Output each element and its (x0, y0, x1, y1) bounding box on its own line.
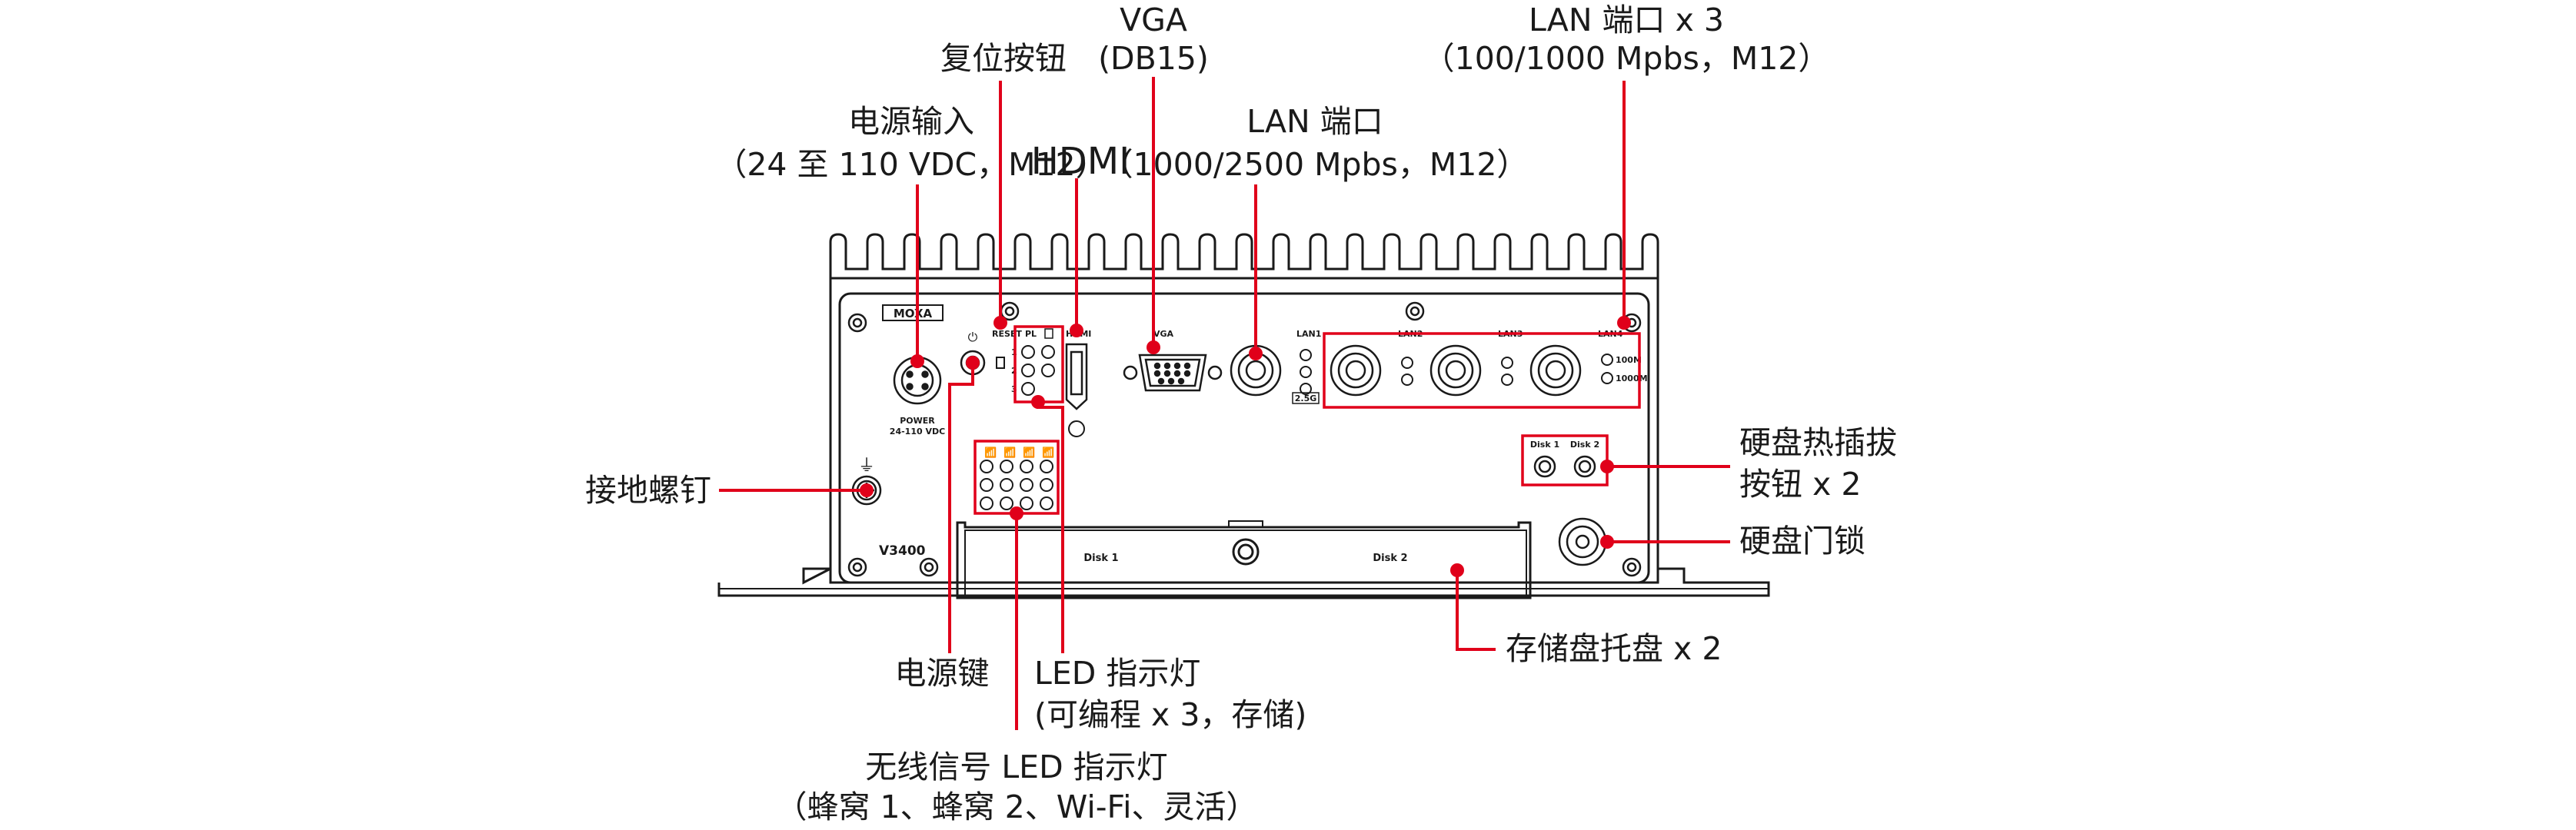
storage-icon (1044, 328, 1053, 339)
led-indicator-callout-line1: LED 指示灯 (1034, 655, 1200, 692)
flex-icon: 📶 (1042, 447, 1054, 459)
wireless-led-callout-line1: 无线信号 LED 指示灯 (865, 749, 1167, 785)
power-input-callout-line2: （24 至 110 VDC，M12） (715, 146, 1107, 183)
reset-button[interactable] (996, 357, 1005, 369)
power-key-callout: 电源键 (895, 655, 990, 692)
lan4-m12-port (1529, 344, 1582, 397)
power-label-line2: 24-110 VDC (890, 427, 945, 437)
device-body (717, 233, 1770, 597)
disk-hotswap-callout-line2: 按钮 x 2 (1739, 466, 1861, 503)
lan-triple-callout-line1: LAN 端口 x 3 (1529, 2, 1724, 38)
vga-callout-line1: VGA (1120, 2, 1187, 38)
disk-hotswap-buttons[interactable] (1533, 455, 1596, 478)
leader-dots (860, 316, 1631, 577)
lan-leds (1401, 354, 1613, 386)
hdmi-port (1065, 343, 1088, 410)
brand-logo-text: MOXA (894, 307, 933, 320)
vga-db15-port (1123, 354, 1223, 392)
vga-panel-label: VGA (1153, 329, 1174, 339)
vga-callout-line2: (DB15) (1098, 40, 1209, 77)
lan3-m12-port (1429, 344, 1482, 397)
tray2-label: Disk 2 (1373, 553, 1407, 564)
hdmi-callout: HDMI (1031, 140, 1130, 183)
storage-trays (956, 520, 1532, 599)
reset-button-callout: 复位按钮 (940, 40, 1067, 77)
power-input-callout-line1: 电源输入 (848, 103, 974, 140)
model-label: V3400 (879, 543, 926, 559)
wifi-icon: 📶 (1023, 447, 1035, 459)
disk-lock-callout: 硬盘门锁 (1739, 523, 1865, 559)
lan1-panel-label: LAN1 (1296, 329, 1321, 339)
panel-screws (847, 301, 1642, 577)
lan1-speed-badge (1292, 392, 1320, 404)
mounting-bracket (717, 567, 1770, 597)
power-label-line1: POWER (900, 416, 935, 426)
power-symbol-icon: ⏻ (968, 330, 978, 344)
wireless-leds (980, 460, 1053, 510)
reset-label: RESET (992, 329, 1022, 339)
disk-hotswap-callout-line1: 硬盘热插拔 (1739, 424, 1897, 461)
pl-label: PL (1025, 329, 1037, 339)
cellular2-icon: 📶 (1003, 447, 1016, 459)
hdmi-screw (1068, 420, 1085, 437)
disk2-button-label: Disk 2 (1570, 440, 1599, 450)
led-indicator-callout-line2: (可编程 x 3，存储) (1034, 696, 1306, 733)
disk-door-lock[interactable] (1558, 517, 1607, 566)
front-panel (838, 292, 1650, 584)
lan1-speed-label: 2.5G (1295, 393, 1317, 403)
wireless-signal-icons: 📶 📶 📶 📶 (984, 447, 1054, 459)
lan-single-callout-line2: （1000/2500 Mpbs，M12） (1102, 146, 1529, 183)
storage-tray-callout: 存储盘托盘 x 2 (1506, 630, 1722, 667)
lan-speed-1000-label: 1000M (1616, 374, 1648, 383)
grounding-screw-callout: 接地螺钉 (585, 472, 711, 509)
programmable-leds (1021, 345, 1055, 396)
heatsink-fins (829, 233, 1659, 278)
ground-symbol-icon: ⏚ (858, 456, 875, 476)
lan-group-highlight (1323, 332, 1641, 409)
lan-single-callout-line1: LAN 端口 (1246, 103, 1383, 140)
moxa-logo: MOXA (882, 304, 944, 321)
tray1-label: Disk 1 (1083, 553, 1118, 564)
lan2-m12-port (1330, 344, 1382, 397)
disk1-button-label: Disk 1 (1530, 440, 1559, 450)
lan-speed-100-label: 100M (1616, 355, 1642, 365)
lan1-leds (1300, 349, 1312, 395)
leader-lines (719, 77, 1730, 730)
wireless-led-callout-line2: （蜂窝 1、蜂窝 2、Wi-Fi、灵活） (775, 788, 1257, 825)
cellular1-icon: 📶 (984, 447, 997, 459)
lan-triple-callout-line2: （100/1000 Mpbs，M12） (1423, 40, 1830, 77)
chassis-outline (829, 277, 1659, 584)
